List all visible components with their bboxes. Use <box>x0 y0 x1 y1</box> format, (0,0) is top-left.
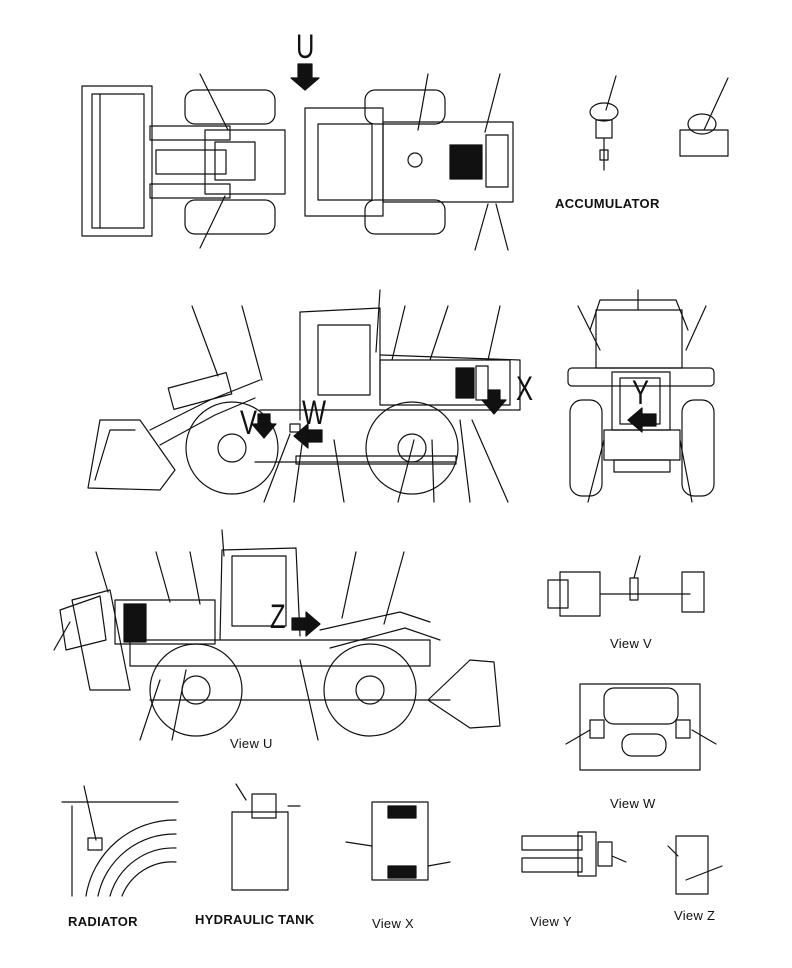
view-y-arrow <box>627 407 657 433</box>
caption-view-w: View W <box>610 796 656 811</box>
machine-left-side-view <box>87 307 521 495</box>
view-x-arrow <box>481 389 507 415</box>
leader-lines-right-side <box>53 529 405 741</box>
view-y-detail <box>521 831 627 877</box>
view-v-detail <box>547 555 705 617</box>
view-w-detail <box>565 683 717 771</box>
caption-view-y: View Y <box>530 914 572 929</box>
view-x-detail <box>345 801 451 881</box>
caption-accumulator: ACCUMULATOR <box>555 196 660 211</box>
view-letter-z: Z <box>270 598 286 636</box>
machine-right-side-view <box>59 547 501 737</box>
caption-view-x: View X <box>372 916 415 931</box>
accumulator-detail <box>589 75 729 171</box>
machine-rear-view <box>567 299 715 497</box>
caption-radiator: RADIATOR <box>68 914 138 929</box>
leader-lines-rear <box>577 289 707 503</box>
caption-view-z: View Z <box>674 908 716 923</box>
view-z-detail <box>667 835 723 895</box>
view-v-arrow <box>251 413 277 439</box>
caption-view-u: View U <box>230 736 273 751</box>
view-letter-v: V <box>240 404 258 442</box>
caption-view-v: View V <box>610 636 653 651</box>
leader-lines-top <box>199 73 509 251</box>
view-letter-x: X <box>516 370 534 408</box>
view-letter-y: Y <box>632 374 650 412</box>
leader-lines-side <box>191 289 509 503</box>
hydraulic-tank-detail <box>231 783 301 891</box>
machine-top-view <box>81 85 514 237</box>
radiator-detail <box>61 785 179 897</box>
view-u-arrow <box>290 63 320 91</box>
view-z-arrow <box>291 611 321 637</box>
view-w-arrow <box>293 423 323 449</box>
caption-hydraulic-tank: HYDRAULIC TANK <box>195 912 315 927</box>
view-letter-u: U <box>296 28 315 66</box>
view-letter-w: W <box>302 394 327 432</box>
